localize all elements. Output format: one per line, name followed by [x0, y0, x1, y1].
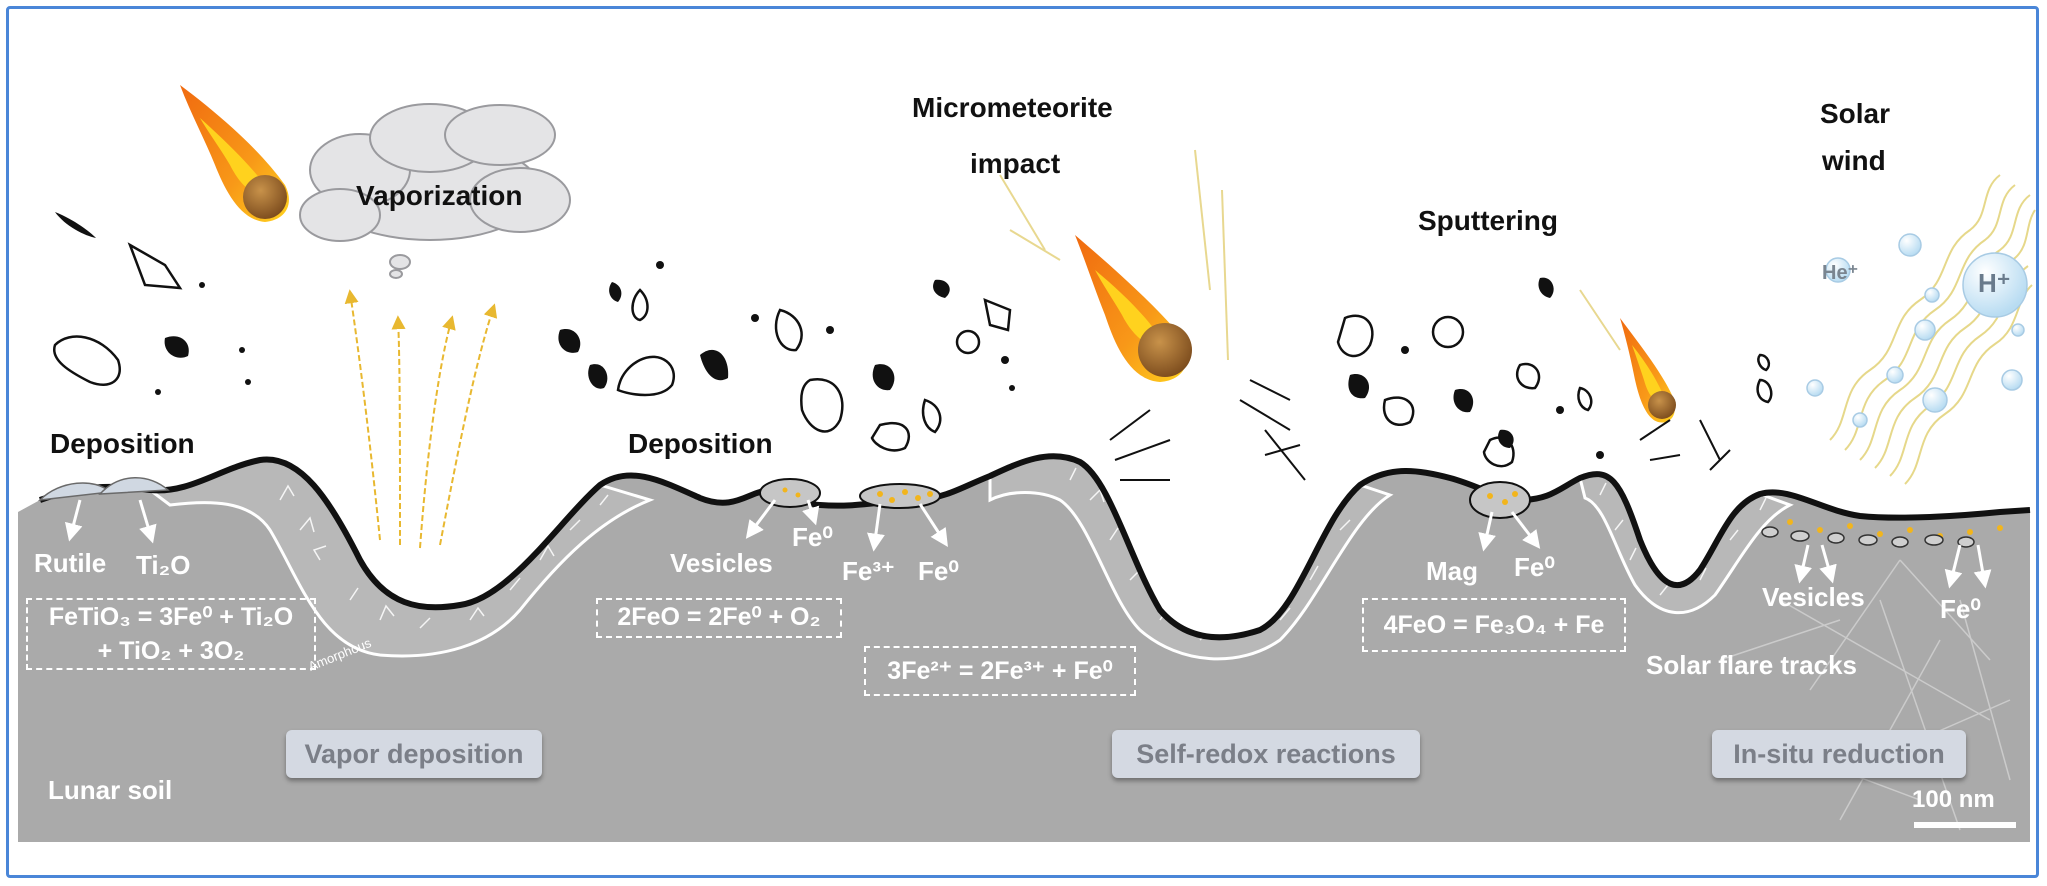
- fe0-label-c: Fe⁰: [1514, 552, 1555, 582]
- ti2o-label: Ti₂O: [136, 550, 191, 580]
- solar-wind-waves: [1829, 174, 2036, 485]
- vesicles-label-mid: Vesicles: [670, 548, 773, 578]
- rutile-label: Rutile: [34, 548, 107, 578]
- solar-label: Solar: [1820, 98, 1891, 129]
- equation-magnetite: 4FeO = Fe₃O₄ + Fe: [1362, 598, 1626, 652]
- mag-label: Mag: [1426, 556, 1478, 586]
- deposition-label-mid: Deposition: [628, 428, 773, 459]
- fe3plus-label: Fe³⁺: [842, 556, 895, 586]
- fe-pocket-mid: [859, 483, 941, 509]
- fe0-label-a: Fe⁰: [792, 522, 833, 552]
- equation-ilmenite-line1: FeTiO₃ = 3Fe⁰ + Ti₂O: [48, 603, 294, 631]
- surface-vesicles-right: [1761, 526, 1975, 548]
- fe0-label-b: Fe⁰: [918, 556, 959, 586]
- ion-bubbles: [1806, 233, 2028, 428]
- product-arrows: [64, 499, 1992, 589]
- scale-bar: [1914, 822, 2016, 828]
- hydrogen-ion-label: H⁺: [1978, 268, 2011, 298]
- fe0-label-d: Fe⁰: [1940, 594, 1981, 624]
- vapor-deposition-badge: Vapor deposition: [286, 730, 542, 778]
- self-redox-badge: Self-redox reactions: [1112, 730, 1420, 778]
- wind-label: wind: [1822, 145, 1886, 176]
- meteor-center: [1075, 235, 1192, 382]
- shatter-lines: [1109, 379, 1731, 481]
- helium-ion-label: He⁺: [1822, 262, 1859, 284]
- solar-flare-tracks: [1719, 559, 2011, 831]
- mag-pocket: [1469, 481, 1531, 519]
- ejecta-black: [55, 212, 1604, 459]
- equation-disproportionation: 3Fe²⁺ = 2Fe³⁺ + Fe⁰: [864, 646, 1136, 696]
- vesicles-label-right: Vesicles: [1762, 582, 1865, 612]
- vaporization-cloud: [299, 103, 571, 279]
- micrometeorite-label: Micrometeorite: [912, 92, 1113, 123]
- ejecta-debris: [53, 242, 1773, 468]
- equation-feo-decomposition: 2FeO = 2Fe⁰ + O₂: [596, 598, 842, 638]
- equation-ilmenite: FeTiO₃ = 3Fe⁰ + Ti₂O + TiO₂ + 3O₂: [26, 598, 316, 670]
- ti2o-deposit: [98, 477, 170, 495]
- vaporization-label: Vaporization: [356, 180, 523, 211]
- surface-outline: [39, 453, 2031, 641]
- lunar-soil-label: Lunar soil: [48, 775, 173, 805]
- solar-flare-tracks-label: Solar flare tracks: [1646, 650, 1858, 680]
- equation-ilmenite-line2: + TiO₂ + 3O₂: [97, 637, 245, 665]
- vesicle-pocket-mid: [759, 478, 821, 508]
- sputtering-label: Sputtering: [1418, 205, 1558, 236]
- deposition-label-left: Deposition: [50, 428, 195, 459]
- impact-label: impact: [970, 148, 1061, 179]
- vapor-arrows: [344, 289, 498, 549]
- scale-label: 100 nm: [1912, 786, 1995, 813]
- in-situ-reduction-badge: In-situ reduction: [1712, 730, 1966, 778]
- figure-frame: [6, 6, 2039, 878]
- impact-streaks: [999, 149, 1621, 361]
- meteor-right: [1620, 318, 1676, 423]
- meteor-left: [180, 85, 289, 222]
